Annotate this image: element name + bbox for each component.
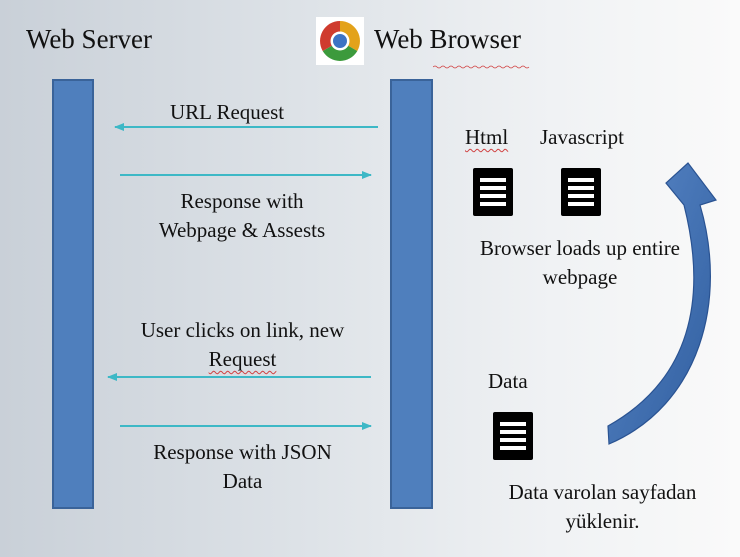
doc-label-data: Data (488, 369, 528, 393)
label-user-clicks: User clicks on link, new Request (110, 316, 375, 374)
browser-header: Web Browser (374, 24, 521, 55)
document-icon (473, 168, 513, 216)
browser-lifeline (390, 79, 433, 509)
label-response-json-line2: Data (222, 469, 263, 493)
note-browser-loads-line1: Browser loads up entire (479, 236, 681, 260)
server-lifeline (52, 79, 94, 509)
doc-label-html: Html (465, 123, 508, 152)
note-browser-loads-line2: webpage (542, 265, 618, 289)
note-data-loaded-line1: Data varolan sayfadan (508, 480, 697, 504)
server-header: Web Server (26, 24, 153, 54)
note-browser-loads: Browser loads up entire webpage (455, 234, 705, 292)
label-url-request: URL Request (170, 100, 285, 124)
label-user-clicks-line2-text: Request (208, 347, 277, 371)
spellcheck-underline (432, 56, 531, 69)
label-response-webpage: Response with Webpage & Assests (132, 187, 352, 245)
doc-label-javascript: Javascript (540, 125, 624, 149)
note-data-loaded-line2: yüklenir. (565, 509, 640, 533)
note-data-loaded: Data varolan sayfadan yüklenir. (480, 478, 725, 536)
chrome-logo-icon (316, 17, 364, 65)
curved-arrow (607, 162, 717, 445)
document-icon (561, 168, 601, 216)
browser-header-text: Web Browser (374, 24, 522, 54)
label-user-clicks-line2: Request (110, 345, 375, 374)
doc-label-html-text: Html (465, 125, 509, 149)
label-user-clicks-line1: User clicks on link, new (140, 318, 345, 342)
label-response-webpage-line2: Webpage & Assests (158, 218, 326, 242)
document-icon (493, 412, 533, 460)
label-response-json: Response with JSON Data (125, 438, 360, 496)
label-response-webpage-line1: Response with (180, 189, 304, 213)
label-response-json-line1: Response with JSON (153, 440, 332, 464)
